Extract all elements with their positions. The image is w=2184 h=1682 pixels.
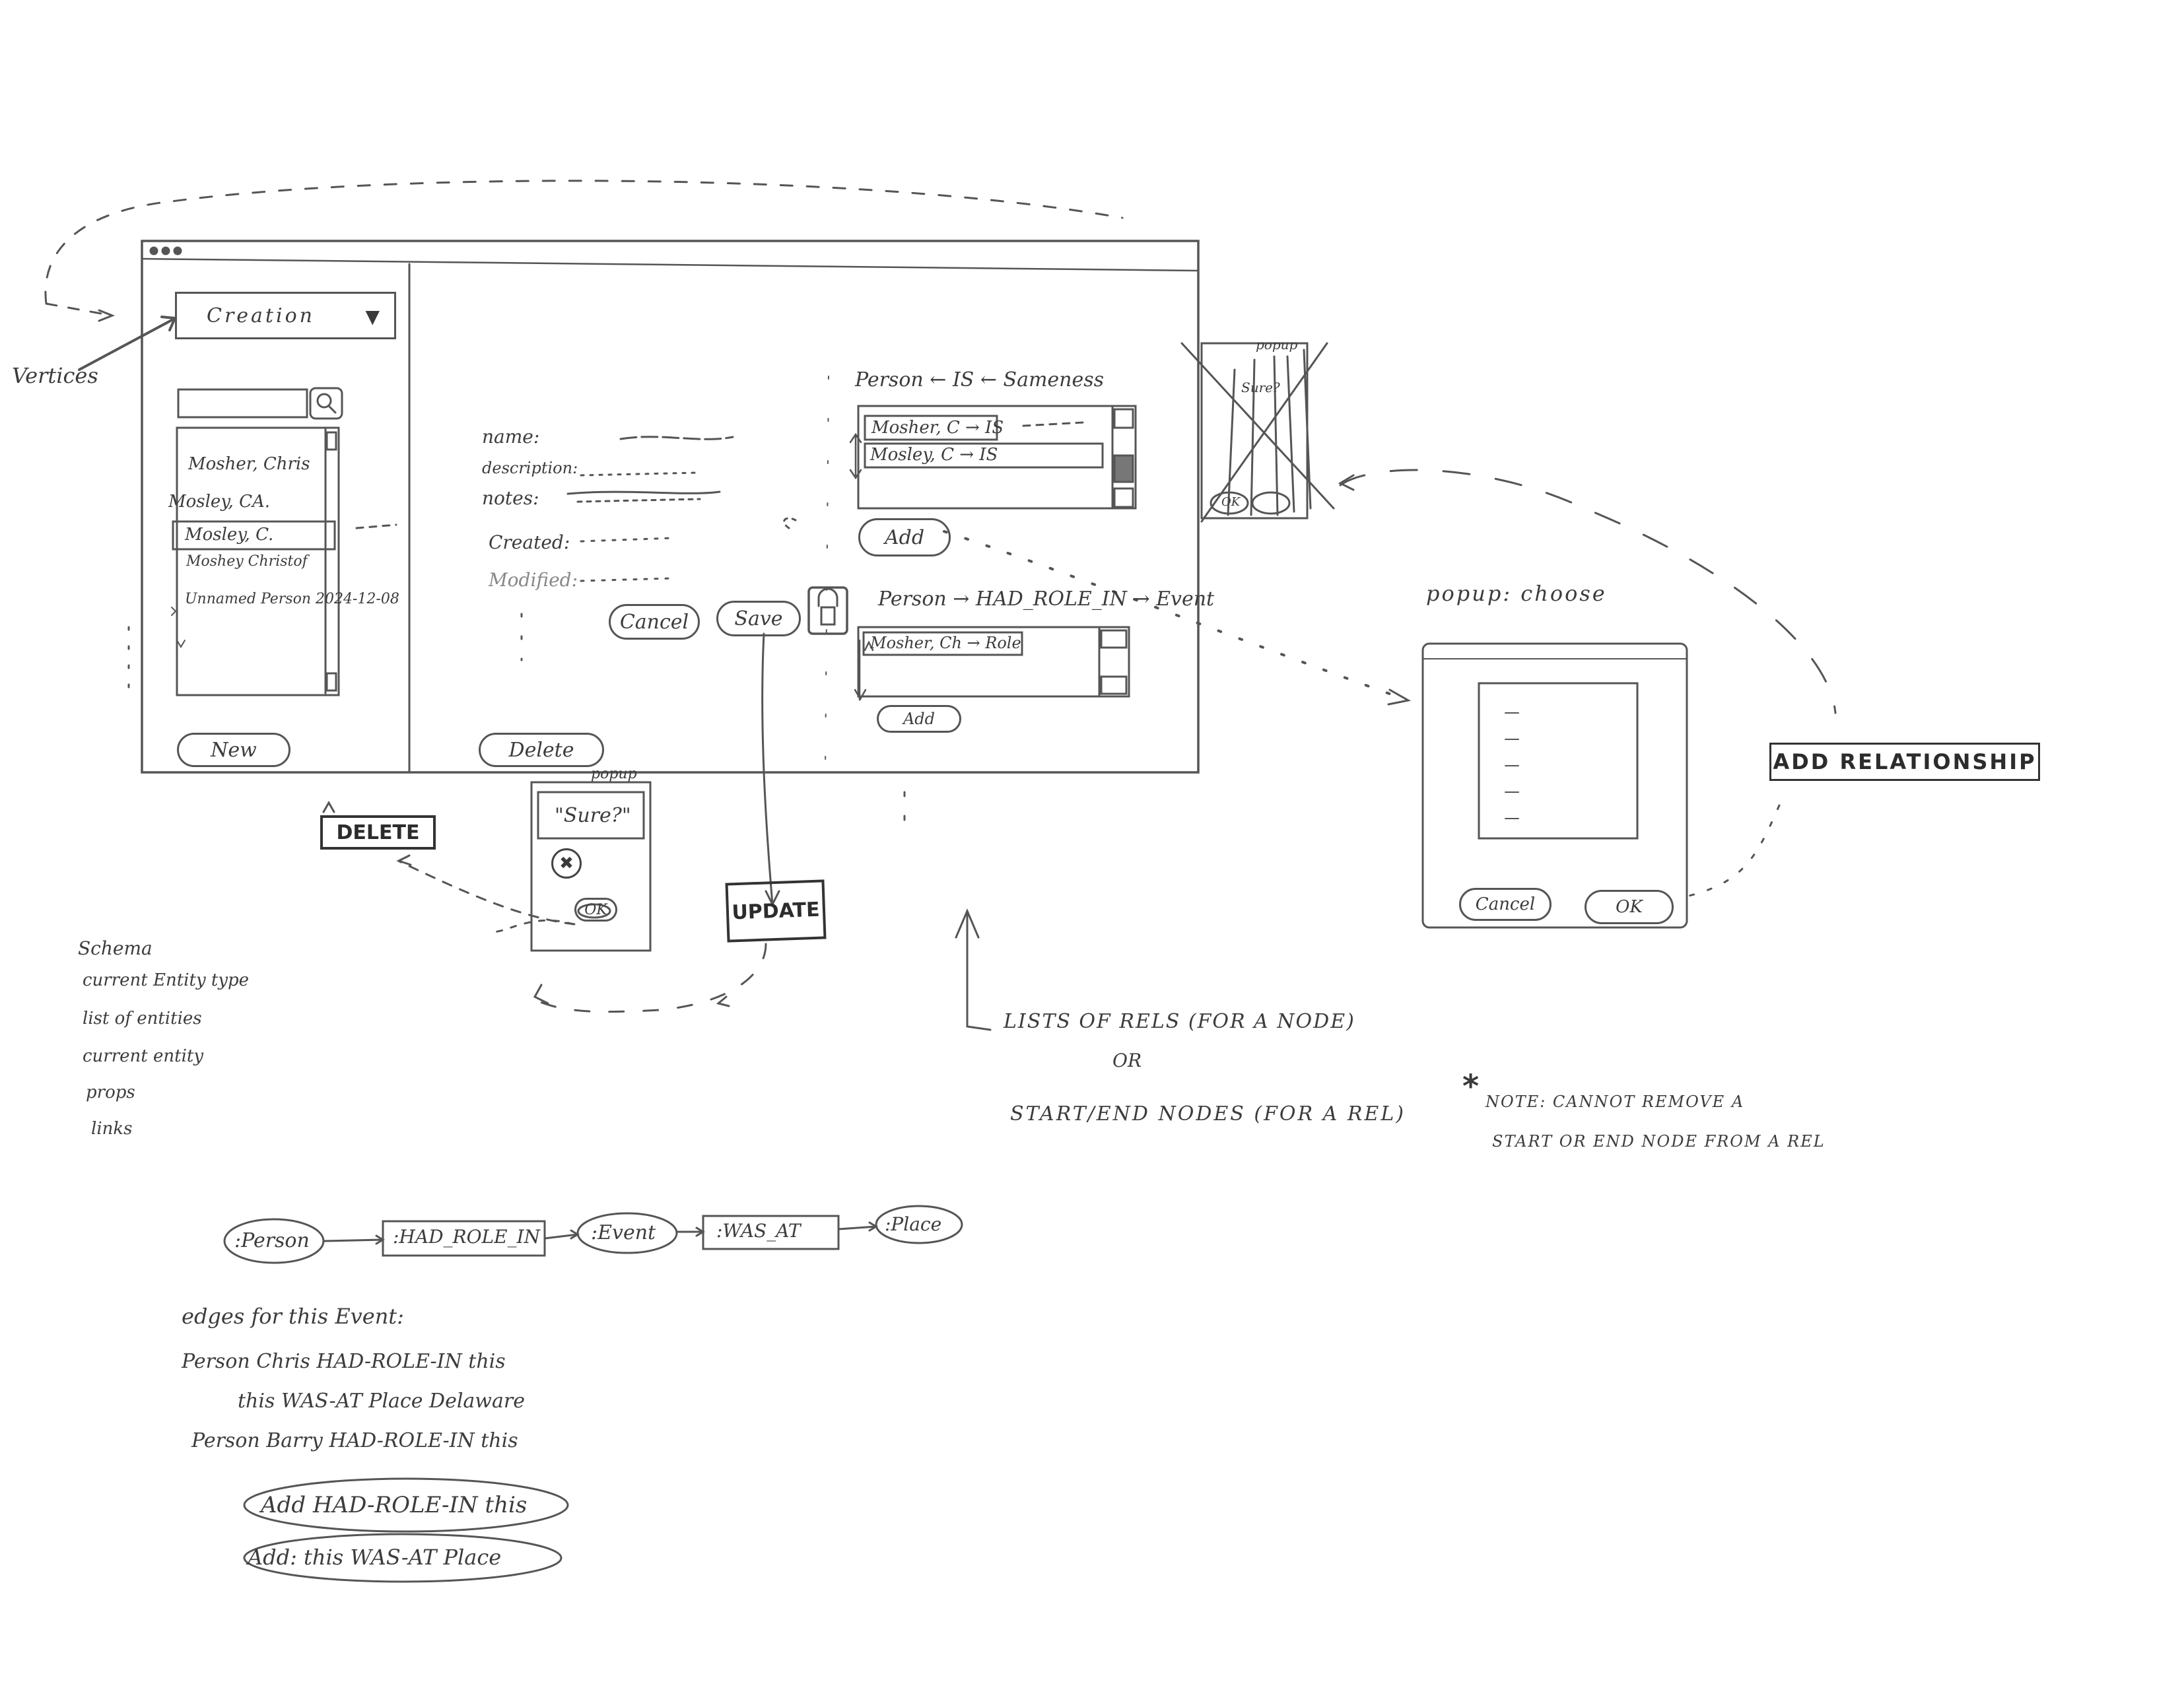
vertices-label: Vertices bbox=[12, 363, 98, 388]
pattern-node-place: :Place bbox=[885, 1213, 942, 1235]
save-popup-ok-button[interactable]: OK bbox=[574, 898, 617, 922]
edge-line: Person Chris HAD-ROLE-IN this bbox=[182, 1350, 506, 1373]
rel-group-2-add-button[interactable]: Add bbox=[877, 705, 961, 733]
rel-group-1-add-button[interactable]: Add bbox=[858, 518, 951, 556]
choose-popup-ok-button[interactable]: OK bbox=[1585, 890, 1674, 924]
save-button[interactable]: Save bbox=[716, 601, 801, 636]
add-relationship-box: ADD RELATIONSHIP bbox=[1769, 743, 2040, 781]
list-item[interactable]: Moshey Christof bbox=[186, 553, 308, 570]
pattern-edge-had-role-in: :HAD_ROLE_IN bbox=[393, 1226, 541, 1248]
delete-action-box: DELETE bbox=[320, 815, 436, 850]
schema-note-line: list of entities bbox=[83, 1009, 202, 1028]
choose-popup-title: popup: choose bbox=[1426, 581, 1607, 606]
vertex-type-select[interactable]: Creation ▼ bbox=[175, 292, 396, 339]
prop-modified-label: Modified: bbox=[489, 569, 578, 591]
rels-footnote-1: NOTE: CANNOT REMOVE A bbox=[1485, 1093, 1745, 1111]
schema-note-line: current Entity type bbox=[83, 970, 250, 990]
update-action-box: UPDATE bbox=[725, 879, 827, 943]
prop-created-label: Created: bbox=[489, 531, 570, 553]
schema-note-line: current entity bbox=[83, 1046, 204, 1066]
delete-button[interactable]: Delete bbox=[479, 733, 604, 767]
rel-group-2-header: Person → HAD_ROLE_IN → Event bbox=[878, 588, 1215, 611]
pattern-edge-was-at: :WAS_AT bbox=[716, 1220, 801, 1242]
save-popup-text: "Sure?" bbox=[555, 804, 631, 827]
list-item[interactable]: Mosley, CA. bbox=[168, 492, 271, 512]
schema-note-line: links bbox=[91, 1119, 133, 1139]
cancel-button[interactable]: Cancel bbox=[609, 604, 700, 640]
rel-list-2-scrollbar[interactable] bbox=[1100, 628, 1128, 696]
rel-list-1-scrollbar[interactable] bbox=[1113, 407, 1134, 508]
lock-icon[interactable] bbox=[809, 588, 847, 634]
chevron-down-icon: ▼ bbox=[365, 306, 380, 327]
save-popup-title: popup bbox=[591, 766, 637, 782]
rel-group-1-header: Person ← IS ← Sameness bbox=[855, 368, 1105, 391]
crossed-popup-ok[interactable]: OK bbox=[1221, 495, 1241, 509]
warning-icon: ✖ bbox=[551, 848, 582, 879]
prop-notes-label: notes: bbox=[482, 487, 539, 509]
prop-description-label: description: bbox=[482, 459, 578, 477]
new-button[interactable]: New bbox=[177, 733, 290, 767]
rels-note-line3: START/END NODES (FOR A REL) bbox=[1010, 1102, 1406, 1126]
list-scrollbar[interactable] bbox=[325, 429, 339, 693]
add-was-at-button[interactable]: Add: this WAS-AT Place bbox=[248, 1545, 502, 1570]
list-item-selected[interactable]: Mosley, C. bbox=[185, 525, 274, 545]
edge-line: Person Barry HAD-ROLE-IN this bbox=[191, 1429, 518, 1452]
add-had-role-in-button[interactable]: Add HAD-ROLE-IN this bbox=[261, 1492, 528, 1518]
vertex-type-value: Creation bbox=[207, 304, 315, 327]
search-input[interactable] bbox=[180, 391, 305, 416]
pattern-node-person: :Person bbox=[234, 1229, 310, 1252]
rel-list-item-selected[interactable]: Mosley, C → IS bbox=[870, 445, 998, 465]
rels-note-line2: OR bbox=[1112, 1050, 1142, 1071]
list-item[interactable]: Unnamed Person 2024-12-08 bbox=[185, 591, 399, 607]
schema-note-line: props bbox=[86, 1083, 135, 1102]
pattern-node-event: :Event bbox=[591, 1221, 656, 1244]
choose-popup-cancel-button[interactable]: Cancel bbox=[1459, 888, 1552, 921]
rels-note-line1: LISTS OF RELS (FOR A NODE) bbox=[1004, 1010, 1355, 1033]
edge-line: this WAS-AT Place Delaware bbox=[238, 1390, 525, 1413]
search-icon[interactable] bbox=[310, 388, 342, 419]
rels-note-star: * bbox=[1462, 1068, 1480, 1105]
edges-title: edges for this Event: bbox=[182, 1304, 404, 1329]
list-item[interactable]: Mosher, Chris bbox=[188, 454, 310, 474]
crossed-popup-title: popup bbox=[1256, 337, 1298, 353]
rel-list-item[interactable]: Mosher, C → IS bbox=[871, 418, 1004, 438]
rels-footnote-2: START OR END NODE FROM A REL bbox=[1492, 1132, 1826, 1151]
crossed-popup-text: Sure? bbox=[1241, 380, 1280, 395]
choose-list[interactable] bbox=[1479, 683, 1637, 838]
schema-note-title: Schema bbox=[78, 937, 153, 959]
rel-list-item-selected[interactable]: Mosher, Ch → Role bbox=[870, 634, 1021, 652]
prop-name-label: name: bbox=[482, 426, 540, 448]
